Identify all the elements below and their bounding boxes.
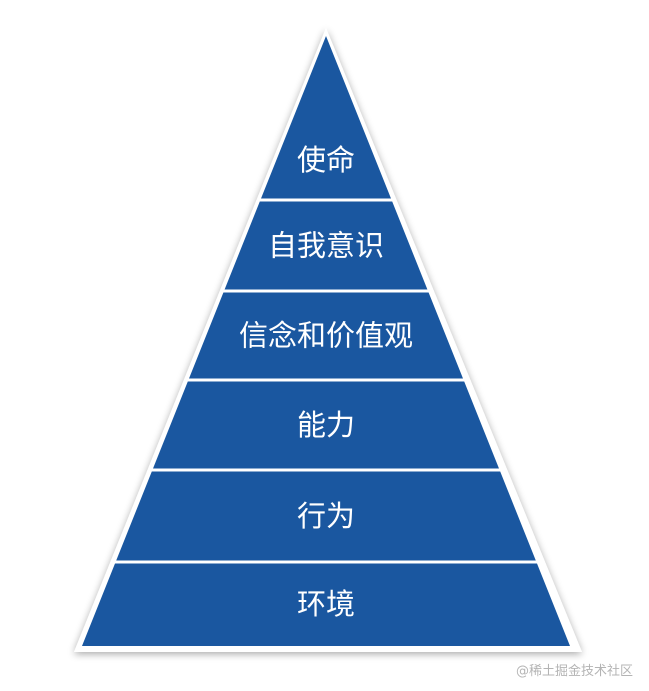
tier-environment-label: 环境 bbox=[297, 587, 355, 621]
tier-behavior-label: 行为 bbox=[297, 499, 355, 533]
watermark: @稀土掘金技术社区 bbox=[515, 664, 633, 679]
tier-behavior bbox=[116, 471, 536, 561]
tier-capabilities bbox=[153, 381, 499, 469]
tier-capabilities-label: 能力 bbox=[297, 408, 355, 442]
tier-identity bbox=[224, 201, 428, 290]
tier-beliefs-values-label: 信念和价值观 bbox=[239, 319, 413, 353]
tier-environment bbox=[82, 563, 570, 646]
tier-beliefs-values bbox=[189, 292, 463, 379]
tier-mission-label: 使命 bbox=[297, 143, 355, 177]
tier-mission bbox=[261, 36, 391, 199]
tier-identity-label: 自我意识 bbox=[268, 229, 384, 263]
